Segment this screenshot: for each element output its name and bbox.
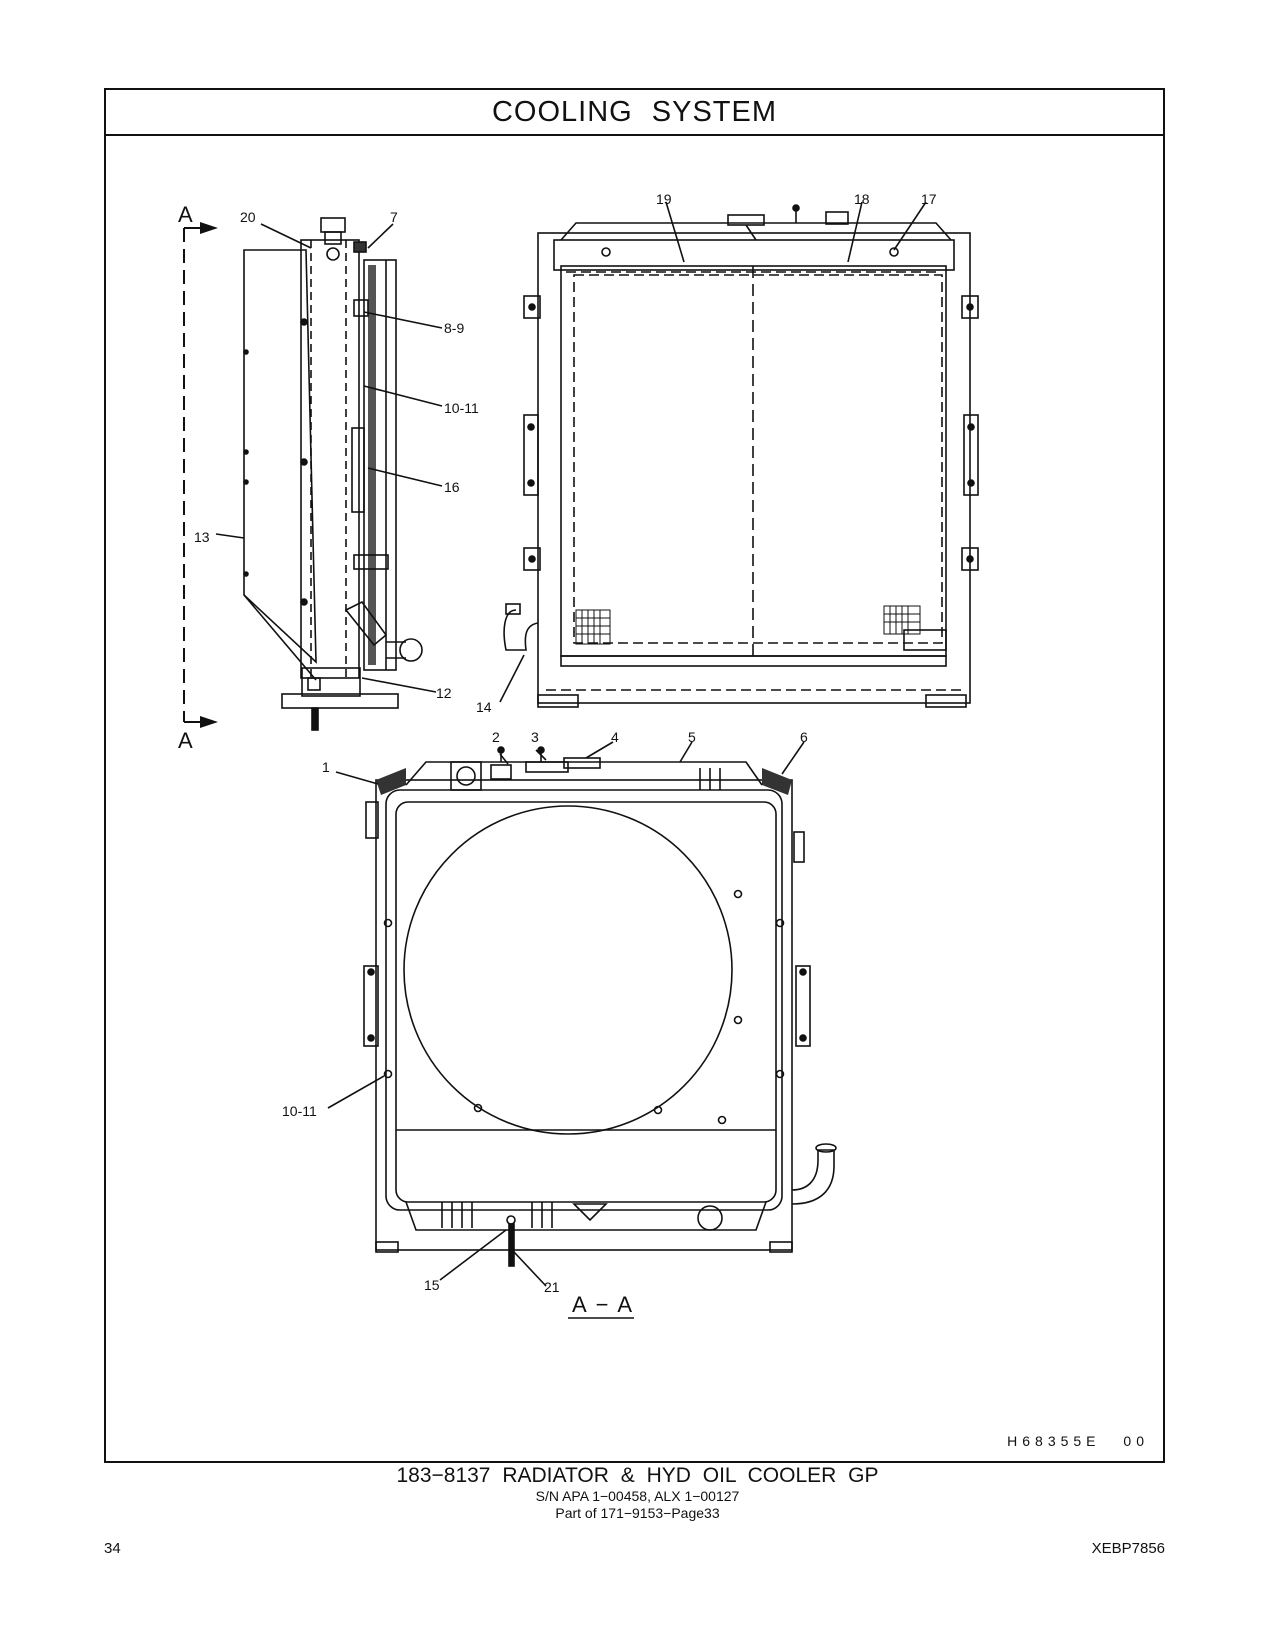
section-view xyxy=(327,741,837,1319)
section-view-label: A − A xyxy=(572,1292,632,1317)
callout-10-11-top: 10-11 xyxy=(444,400,479,416)
callout-14: 14 xyxy=(476,699,492,715)
caption-title: 183−8137 RADIATOR & HYD OIL COOLER GP xyxy=(396,1464,879,1487)
drawing-number: H68355E xyxy=(1007,1433,1101,1449)
callout-4: 4 xyxy=(611,729,619,745)
section-mark-top: A xyxy=(178,202,193,227)
callout-18: 18 xyxy=(854,191,870,207)
callout-13: 13 xyxy=(194,529,210,545)
title-bar: COOLING SYSTEM xyxy=(106,90,1163,136)
drawing-rev: 00 xyxy=(1123,1433,1149,1449)
drawing-frame: COOLING SYSTEM A A xyxy=(104,88,1165,1463)
callout-10-11-bottom: 10-11 xyxy=(282,1103,317,1119)
callout-12: 12 xyxy=(436,685,452,701)
callout-6: 6 xyxy=(800,729,808,745)
callout-15: 15 xyxy=(424,1277,440,1293)
front-view xyxy=(499,201,979,708)
callout-16: 16 xyxy=(444,479,460,495)
document-code: XEBP7856 xyxy=(1091,1540,1165,1557)
callout-20: 20 xyxy=(240,209,256,225)
callout-8-9: 8-9 xyxy=(444,320,464,336)
side-view: A A xyxy=(178,202,443,753)
callout-3: 3 xyxy=(531,729,539,745)
technical-drawing: A A xyxy=(178,191,979,1319)
caption-part-of: Part of 171−9153−Page33 xyxy=(555,1505,720,1521)
callout-5: 5 xyxy=(688,729,696,745)
drawing-id: H68355E 00 xyxy=(1007,1433,1149,1449)
caption-serial: S/N APA 1−00458, ALX 1−00127 xyxy=(535,1488,740,1504)
callout-21: 21 xyxy=(544,1279,560,1295)
callout-2: 2 xyxy=(492,729,500,745)
callout-labels: 20 7 8-9 10-11 16 13 12 14 19 18 17 1 2 … xyxy=(194,191,937,1317)
section-mark-bottom: A xyxy=(178,728,193,753)
callout-17: 17 xyxy=(921,191,937,207)
callout-19: 19 xyxy=(656,191,672,207)
callout-7: 7 xyxy=(390,209,398,225)
page-number: 34 xyxy=(104,1540,121,1557)
callout-1: 1 xyxy=(322,759,330,775)
page-title: COOLING SYSTEM xyxy=(491,95,778,128)
